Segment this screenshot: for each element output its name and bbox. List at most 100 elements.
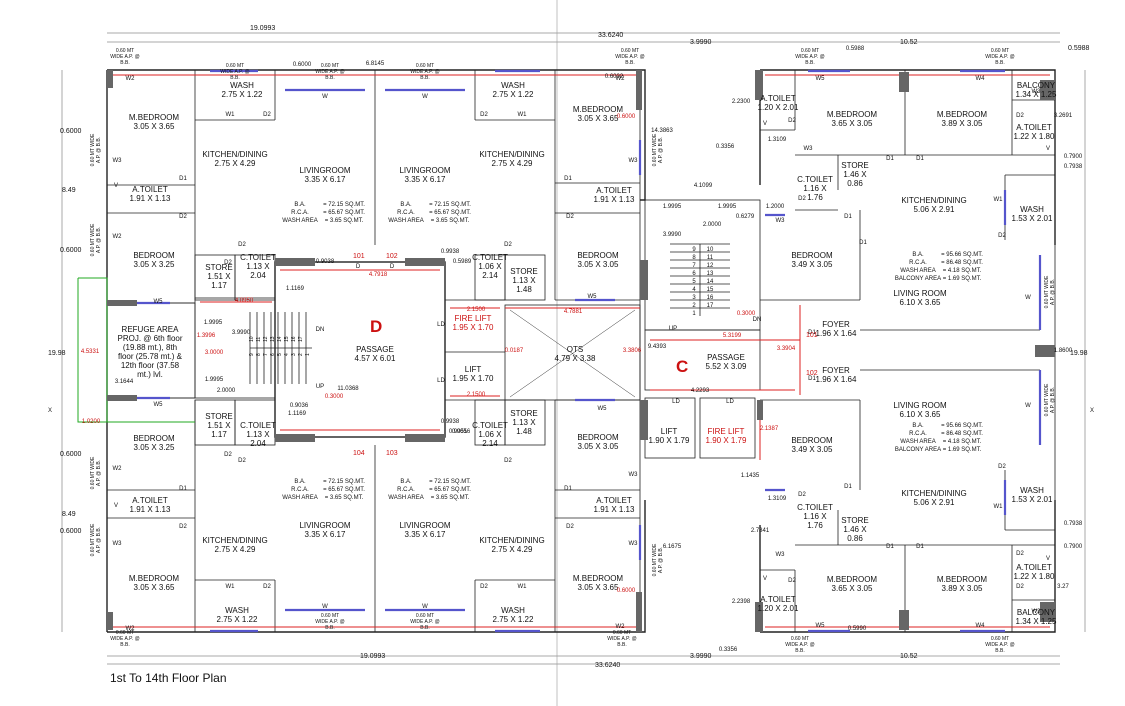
room-label-bed-tr: 3.05 X 3.05 (578, 260, 619, 269)
room-label-mbed-br: M.BEDROOM (573, 574, 624, 583)
dim-d-u: 0.9938 (441, 249, 460, 255)
label-d2: D2 (224, 260, 232, 266)
label-d2: D2 (480, 112, 488, 118)
stair-step-number: 15 (284, 336, 290, 342)
room-label-r-atoilet2-b: A.TOILET (1016, 563, 1052, 572)
dim-r-b: 0.3356 (716, 144, 735, 150)
access-panel-note: B.B. (995, 60, 1004, 66)
access-panel-note: 0.60 MT (116, 630, 134, 636)
room-label-store-tl: STORE (205, 263, 232, 272)
stair-step-number: 6 (692, 271, 696, 277)
room-label-wash-bl: WASH (225, 606, 249, 615)
dim-r-ag: 1.8600 (1054, 348, 1073, 354)
flat-number-d104: 104 (353, 450, 365, 457)
dim-mid-top: 3.9990 (690, 39, 712, 46)
room-label-wash-bl: 2.75 X 1.22 (217, 615, 258, 624)
access-panel-note: WIDE A.P. @ (315, 619, 344, 625)
area-label-d104: B.A. (294, 479, 306, 485)
label-d2: D2 (263, 584, 271, 590)
dim-mid-3: 0.5988 (846, 46, 865, 52)
label-d2: D2 (788, 578, 796, 584)
room-label-wash-tl: 2.75 X 1.22 (222, 90, 263, 99)
room-label-r-atoilet-b: A.TOILET (760, 595, 796, 604)
room-label-passage-d: 4.57 X 6.01 (355, 354, 396, 363)
label-d2: D2 (566, 214, 574, 220)
dim-r-q: 3.3904 (777, 346, 796, 352)
label-d1: D1 (808, 330, 816, 336)
stair-step-number: 7 (692, 263, 696, 269)
dim-side-2: 8.49 (62, 187, 76, 194)
label-d1: D1 (886, 544, 894, 550)
room-label-r-bed-b: 3.49 X 3.05 (792, 445, 833, 454)
area-label-d103: WASH AREA (388, 495, 423, 501)
area-value-d103: = 72.15 SQ.MT. (429, 479, 471, 485)
access-panel-note: 0.60 MT (791, 636, 809, 642)
room-label-r-ctoilet-b: 1.16 X (803, 512, 827, 521)
access-panel-note: B.B. (420, 75, 429, 81)
room-label-r-store-t: STORE (841, 161, 868, 170)
room-label-ctoilet-tl: 1.13 X (246, 262, 270, 271)
room-label-mbed-bl: 3.05 X 3.65 (134, 583, 175, 592)
stair-step-number: 4 (692, 287, 696, 293)
axis-x-left: X (48, 408, 52, 414)
room-label-ctoilet-tr: 2.14 (482, 271, 498, 280)
room-label-store-bl: 1.51 X (207, 421, 231, 430)
label-w5: W5 (816, 623, 826, 629)
label-w5: W5 (154, 402, 164, 408)
dim-overall-bottom: 33.6240 (595, 662, 620, 669)
dim-left-top: 19.0993 (250, 25, 275, 32)
columns (107, 70, 1055, 632)
access-panel-note: B.B. (230, 75, 239, 81)
dim-r-o: 9.4393 (648, 344, 667, 350)
label-d1: D1 (916, 156, 924, 162)
room-label-bed-bl: 3.05 X 3.25 (134, 443, 175, 452)
label-w: W (1025, 403, 1031, 409)
label-d2: D2 (179, 524, 187, 530)
area-label-c102: WASH AREA (900, 439, 935, 445)
room-label-living-br: 3.35 X 6.17 (405, 530, 446, 539)
stair-step-number: 12 (707, 263, 714, 269)
room-label-r-balcony-t: 1.34 X 1.25 (1016, 90, 1057, 99)
area-value-d102: = 3.65 SQ.MT. (431, 218, 470, 224)
room-label-store-br: STORE (510, 409, 537, 418)
label-ld: LD (726, 399, 734, 405)
room-label-wash-br: WASH (501, 606, 525, 615)
stair-step-number: 3 (692, 295, 696, 301)
room-label-r-balcony-b: 1.34 X 1.25 (1016, 617, 1057, 626)
room-label-r-bed-t: BEDROOM (791, 251, 833, 260)
stair-step-number: 3 (291, 353, 297, 356)
label-w: W (422, 94, 428, 100)
room-label-r-bed-b: BEDROOM (791, 436, 833, 445)
area-value-c102: = 95.66 SQ.MT. (941, 423, 983, 429)
dim-mid-0: 6.8145 (366, 61, 385, 67)
access-panel-note: 0.60 MT (416, 63, 434, 69)
access-panel-note: B.B. (995, 648, 1004, 654)
access-panel-note: B.B. (120, 642, 129, 648)
area-label-d102: R.C.A. (397, 210, 415, 216)
room-label-firelift-d: 1.95 X 1.70 (453, 323, 494, 332)
label-d2: D2 (1016, 584, 1024, 590)
label-w3: W3 (1032, 609, 1042, 615)
access-panel-note-vertical: A.P. @ B.B. (96, 460, 102, 486)
dim-r-d: 3.2691 (1054, 113, 1073, 119)
room-label-living-tl: LIVINGROOM (299, 166, 350, 175)
label-w4: W4 (976, 76, 986, 82)
label-w1: W1 (518, 112, 528, 118)
label-d2: D2 (224, 452, 232, 458)
room-label-r-store-b: 1.46 X (843, 525, 867, 534)
dim-r-s: 2.1387 (760, 426, 779, 432)
label-d1: D1 (564, 176, 572, 182)
room-label-r-mbed2-t: 3.89 X 3.05 (942, 119, 983, 128)
access-panel-note: WIDE A.P. @ (110, 54, 139, 60)
label-d2: D2 (504, 458, 512, 464)
access-panel-note: WIDE A.P. @ (985, 642, 1014, 648)
access-panel-note: 0.60 MT (416, 613, 434, 619)
axis-x-right: X (1090, 408, 1094, 414)
dim-r-a: 2.2300 (732, 99, 751, 105)
access-panel-note: 0.60 MT (801, 48, 819, 54)
area-value-d103: = 3.65 SQ.MT. (431, 495, 470, 501)
access-panel-note: 0.60 MT (613, 630, 631, 636)
label-w3: W3 (113, 541, 123, 547)
stair-step-number: 6 (270, 353, 276, 356)
dim-left-bottom: 19.0993 (360, 653, 385, 660)
